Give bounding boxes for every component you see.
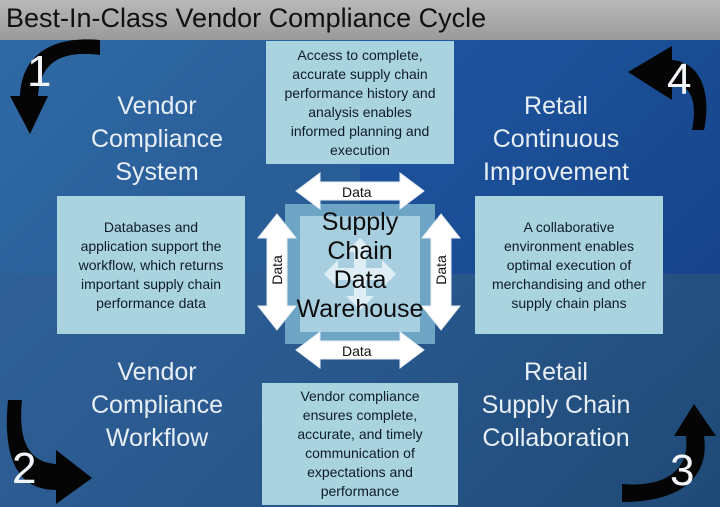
data-label-right: Data [433,255,449,285]
quadrant-1-description-box: Databases and application support the wo… [57,196,245,334]
bottom-description-line: communication of [305,445,415,461]
quadrant-4-description-box: A collaborative environment enables opti… [475,196,663,334]
bottom-description-line: ensures complete, [302,407,418,423]
quadrant-1-description-line: important supply chain [80,275,222,292]
quadrant-4-title-line: Continuous [492,125,620,153]
quadrant-2-title-line: Compliance [90,391,223,419]
top-description-line: informed planning and [290,122,430,139]
quadrant-3-title-line: Retail [524,358,588,386]
quadrant-3-title-line: Collaboration [482,424,630,452]
quadrant-2-title: Vendor Compliance Workflow [57,356,257,455]
top-description-line: execution [330,141,390,158]
step-number-4: 4 [667,55,692,104]
quadrant-2-title-line: Vendor [117,358,197,386]
quadrant-1-title-line: Compliance [90,125,223,153]
quadrant-4-description-line: optimal execution of [506,256,632,273]
center-label: Supply Chain Data Warehouse [283,208,437,324]
curved-arrow-4 [628,46,707,130]
diagram-title: Best-In-Class Vendor Compliance Cycle [6,3,487,33]
data-label-top: Data [342,184,372,200]
quadrant-4-description-line: environment enables [504,237,634,254]
curved-arrow-1 [10,39,100,134]
title-bar: Best-In-Class Vendor Compliance Cycle [0,0,720,41]
data-arrow-bottom [295,331,425,369]
step-number-2: 2 [12,444,37,493]
top-description-line: analysis enables [308,103,412,120]
bottom-description-line: Vendor compliance [300,388,420,404]
quadrant-3-title-line: Supply Chain [481,391,631,419]
quadrant-1-description-line: application support the [80,237,222,254]
quadrant-4-title: Retail Continuous Improvement [456,90,656,189]
step-number-3: 3 [670,446,695,495]
data-arrow-top [295,172,425,210]
top-description-line: accurate supply chain [292,65,428,82]
quadrant-4-description-line: supply chain plans [511,294,627,311]
data-arrow-left [256,213,298,331]
top-description-box: Access to complete, accurate supply chai… [266,41,454,164]
quadrant-4-title-line: Improvement [483,158,629,186]
center-cross-arrows [324,238,396,310]
curved-arrow-2 [6,400,92,504]
center-label-line: Data [333,266,387,294]
quadrant-4-description-line: A collaborative [523,218,615,235]
quadrant-1-title-line: Vendor [117,92,197,120]
quadrant-4-title-line: Retail [524,92,588,120]
data-label-bottom: Data [342,343,372,359]
center-label-line: Warehouse [296,295,424,323]
top-description-line: Access to complete, [297,46,423,63]
bottom-description-line: expectations and [307,464,413,480]
quadrant-1-description-line: Databases and [103,218,199,235]
quadrant-1-title: Vendor Compliance System [57,90,257,189]
quadrant-4-description-line: merchandising and other [491,275,647,292]
bottom-description-box: Vendor compliance ensures complete, accu… [262,383,458,505]
quadrant-2-title-line: Workflow [105,424,209,452]
curved-arrow-3 [622,404,716,502]
top-description-line: performance history and [284,84,436,101]
center-label-line: Chain [327,237,393,265]
data-label-left: Data [269,255,285,285]
quadrant-1-title-line: System [115,158,199,186]
data-arrow-right [420,213,462,331]
step-number-1: 1 [27,47,52,96]
center-label-line: Supply [321,208,399,236]
quadrant-3-title: Retail Supply Chain Collaboration [456,356,656,455]
bottom-description-line: accurate, and timely [297,426,423,442]
bottom-description-line: performance [320,483,400,499]
quadrant-1-description-line: performance data [96,294,206,311]
quadrant-1-description-line: workflow, which returns [78,256,224,273]
